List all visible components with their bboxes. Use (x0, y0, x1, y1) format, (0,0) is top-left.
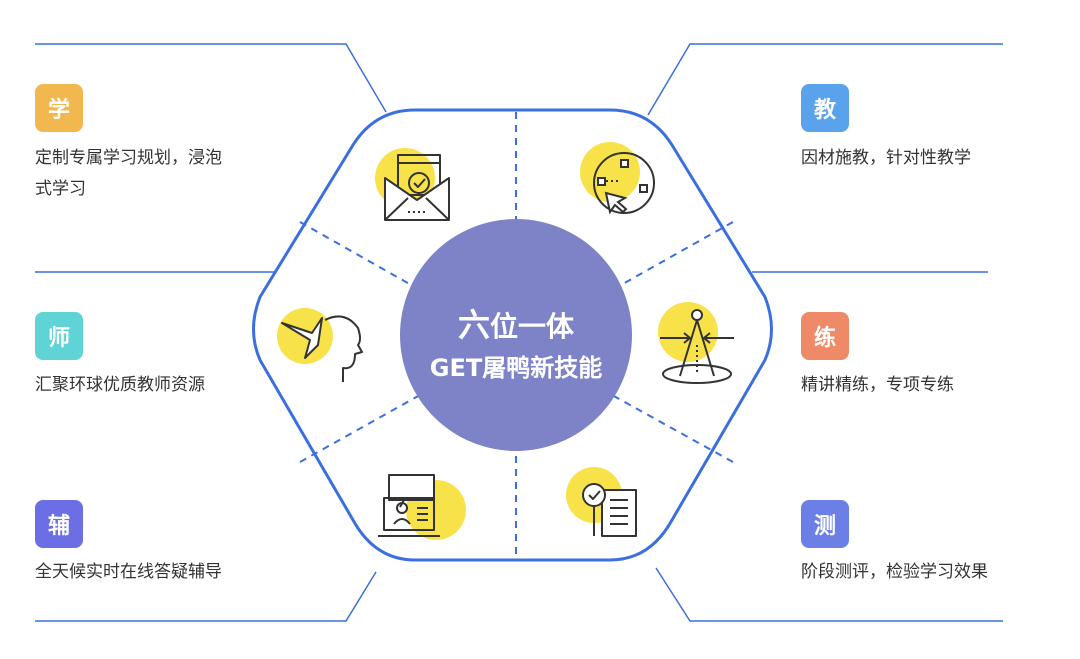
divider-line (611, 394, 734, 463)
head-bird-icon (277, 308, 363, 382)
center-circle (400, 219, 632, 451)
badge-study: 学 (35, 84, 83, 132)
center-subtitle: GET屠鸭新技能 (429, 354, 603, 382)
badge-tutor: 辅 (35, 500, 83, 548)
target-cursor-icon (580, 142, 655, 215)
center-title-rest: 位一体 (490, 310, 575, 343)
compass-icon (658, 302, 734, 384)
connector-line (655, 567, 1003, 622)
divider-line (299, 221, 421, 291)
desc-teacher: 汇聚环球优质教师资源 (35, 375, 205, 395)
checklist-search-icon (566, 467, 637, 537)
desc-study: 定制专属学习规划，浸泡 式学习 (35, 143, 222, 205)
badge-teach: 教 (801, 84, 849, 132)
badge-test: 测 (801, 500, 849, 548)
laptop-chat-icon (378, 474, 466, 540)
connector-line (647, 43, 1003, 116)
badge-practice: 练 (801, 312, 849, 360)
divider-line (299, 394, 421, 463)
desc-practice: 精讲精练，专项专练 (801, 375, 954, 395)
center-title-big: 六 (457, 306, 490, 344)
connector-line (35, 43, 387, 113)
desc-tutor: 全天候实时在线答疑辅导 (35, 562, 222, 582)
center-title: 六位一体 (386, 300, 646, 346)
desc-test: 阶段测评，检验学习效果 (801, 562, 988, 582)
desc-teach: 因材施教，针对性教学 (801, 148, 971, 168)
divider-line (611, 221, 734, 291)
connector-line (35, 571, 377, 622)
envelope-check-icon (375, 148, 450, 221)
badge-teacher: 师 (35, 312, 83, 360)
desc-study-line1: 定制专属学习规划，浸泡 (35, 148, 222, 168)
desc-study-line2: 式学习 (35, 179, 86, 199)
